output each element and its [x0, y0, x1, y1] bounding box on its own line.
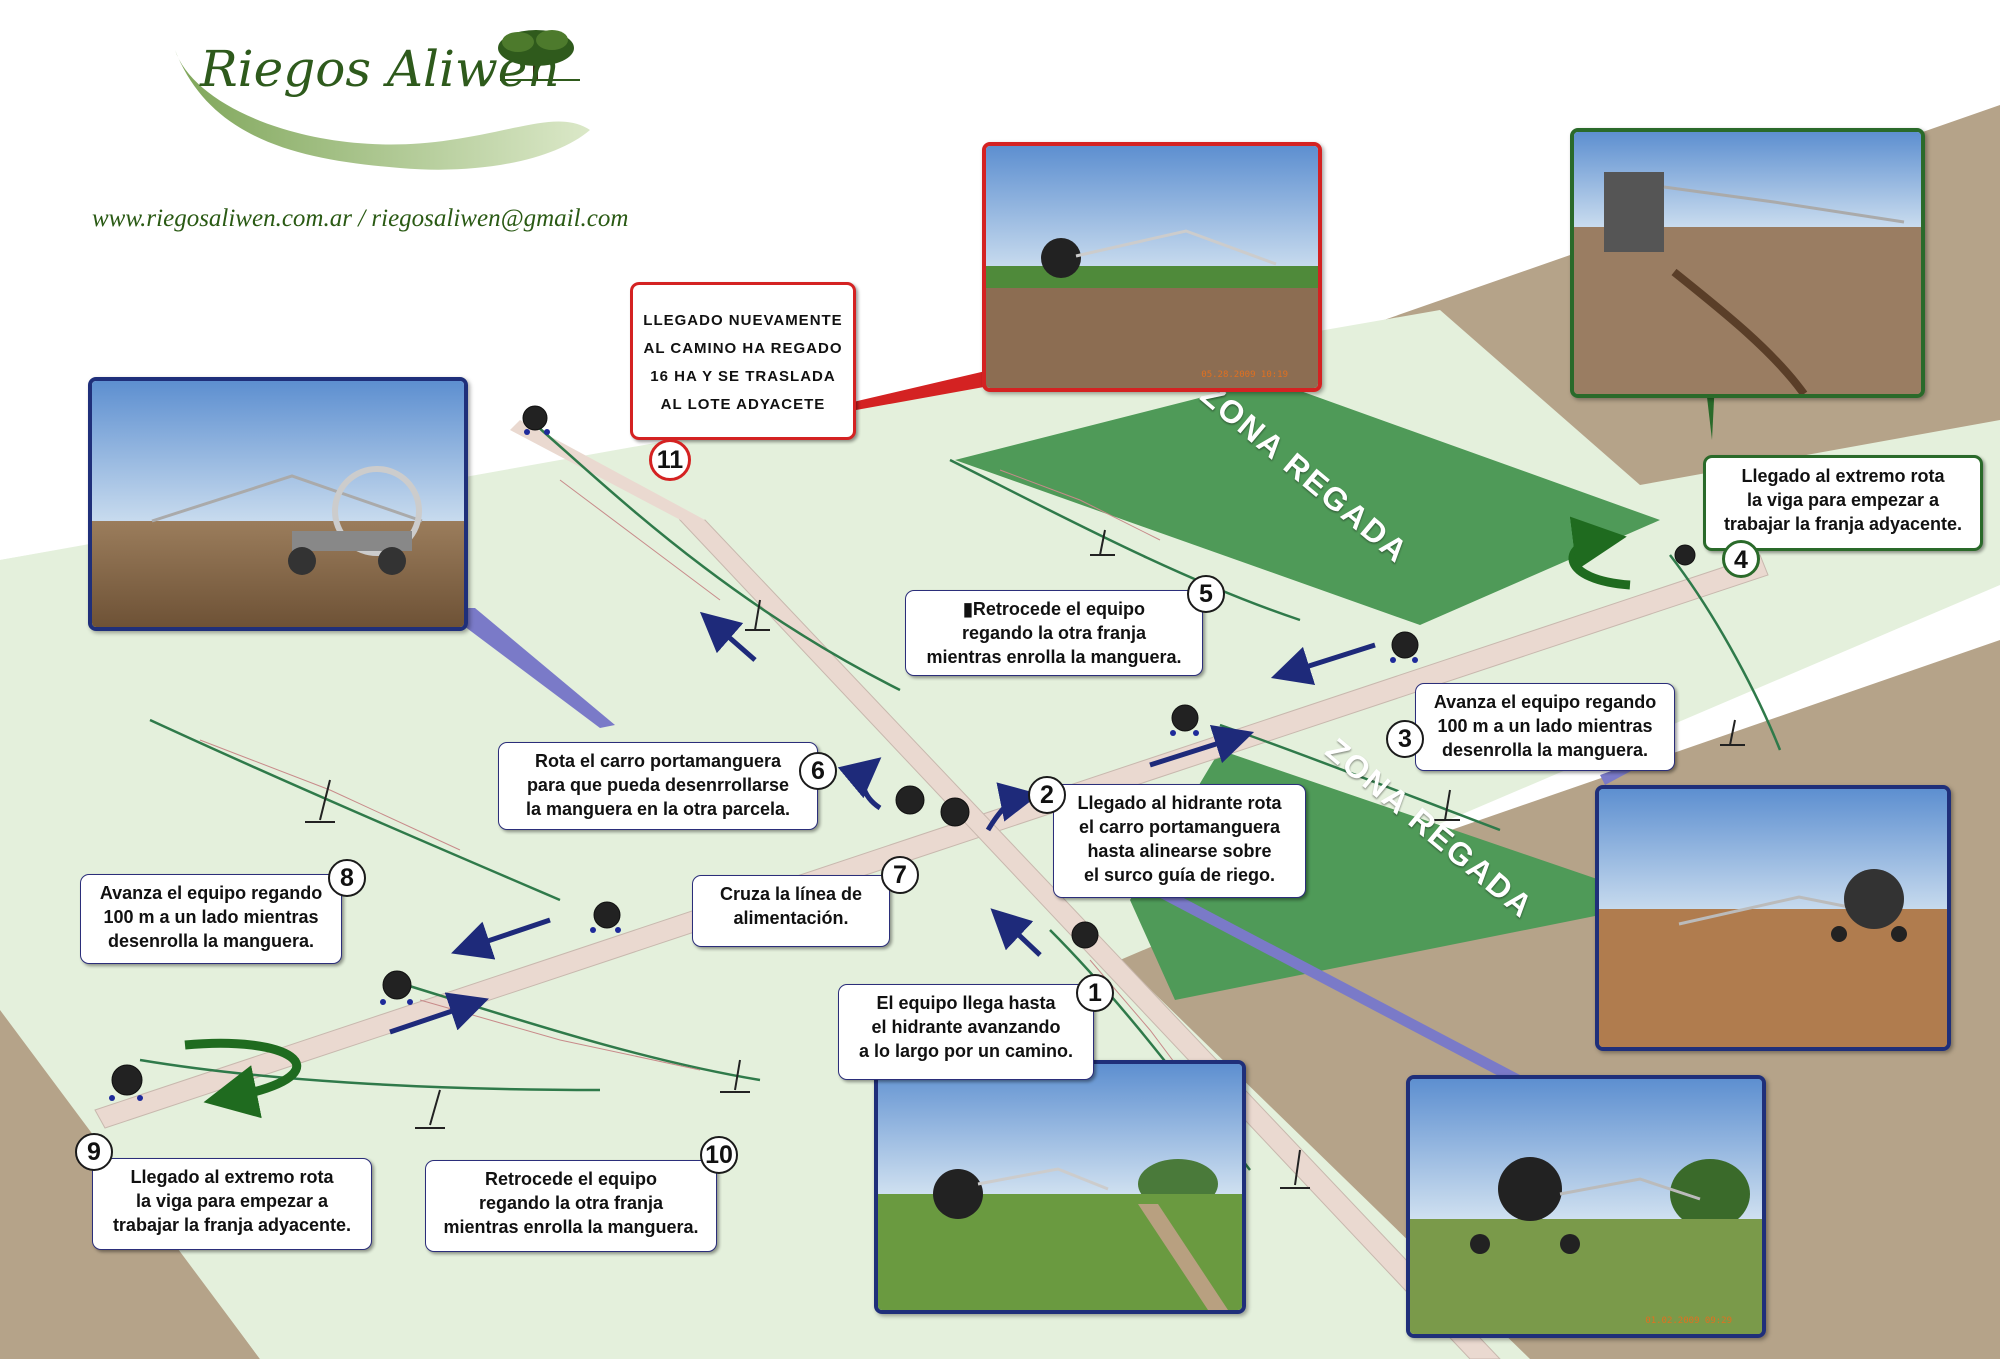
- hose-reel-machines: [111, 405, 1696, 1096]
- step-number-2: 2: [1028, 776, 1066, 814]
- tree-icon: [498, 30, 580, 81]
- callout-step-4: Llegado al extremo rota la viga para emp…: [1703, 455, 1983, 551]
- brand-name: Riegos Aliwen: [200, 40, 560, 98]
- photo-machine-top-center: 05.28.2009 10:19: [982, 142, 1322, 392]
- photo-machine-mid-right: [1595, 785, 1951, 1051]
- website-contact: www.riegosaliwen.com.ar / riegosaliwen@g…: [92, 205, 629, 232]
- direction-arrows: [389, 611, 1376, 1035]
- step-number-3: 3: [1386, 720, 1424, 758]
- rotation-arrows: [184, 516, 1631, 1119]
- step-number-1: 1: [1076, 974, 1114, 1012]
- callout-step-3: Avanza el equipo regando 100 m a un lado…: [1415, 683, 1675, 771]
- step-number-5: 5: [1187, 575, 1225, 613]
- photo-date-stamp: 05.28.2009 10:19: [1201, 370, 1288, 380]
- field-parcel-top: [0, 385, 1040, 760]
- road-main: [94, 554, 1769, 1129]
- cart-stands: [305, 529, 1745, 1189]
- callout-step-6: Rota el carro portamanguera para que pue…: [498, 742, 818, 830]
- callout-step-5: ▮Retrocede el equipo regando la otra fra…: [905, 590, 1203, 676]
- brand-logo: Riegos Aliwen: [170, 20, 590, 190]
- callout-step-1: El equipo llega hasta el hidrante avanza…: [838, 984, 1094, 1080]
- step-number-6: 6: [799, 752, 837, 790]
- callout-step-8: Avanza el equipo regando 100 m a un lado…: [80, 874, 342, 964]
- photo-machine-top-left: [88, 377, 468, 631]
- step-number-11: 11: [649, 439, 691, 481]
- step-number-7: 7: [881, 856, 919, 894]
- logo-swoosh: [175, 50, 590, 170]
- callout-step-10: Retrocede el equipo regando la otra fran…: [425, 1160, 717, 1252]
- step-number-9: 9: [75, 1133, 113, 1171]
- callout-step-11: LLEGADO NUEVAMENTE AL CAMINO HA REGADO 1…: [630, 282, 856, 440]
- swivel-arrows: [837, 757, 1040, 832]
- photo-machine-bottom-center: [874, 1060, 1246, 1314]
- photo-machine-bottom-right: 01.02.2009 09:29: [1406, 1075, 1766, 1338]
- step-number-10: 10: [700, 1136, 738, 1174]
- photo-machine-top-right: [1570, 128, 1925, 398]
- callout-step-7: Cruza la línea de alimentación.: [692, 875, 890, 947]
- callout-step-9: Llegado al extremo rota la viga para emp…: [92, 1158, 372, 1250]
- step-number-8: 8: [328, 859, 366, 897]
- step-number-4: 4: [1722, 540, 1760, 578]
- callout-step-2: Llegado al hidrante rota el carro portam…: [1053, 784, 1306, 898]
- photo-date-stamp: 01.02.2009 09:29: [1645, 1316, 1732, 1326]
- hose-reel-wheels: [109, 429, 1418, 1101]
- irrigated-zone-top: [955, 380, 1660, 625]
